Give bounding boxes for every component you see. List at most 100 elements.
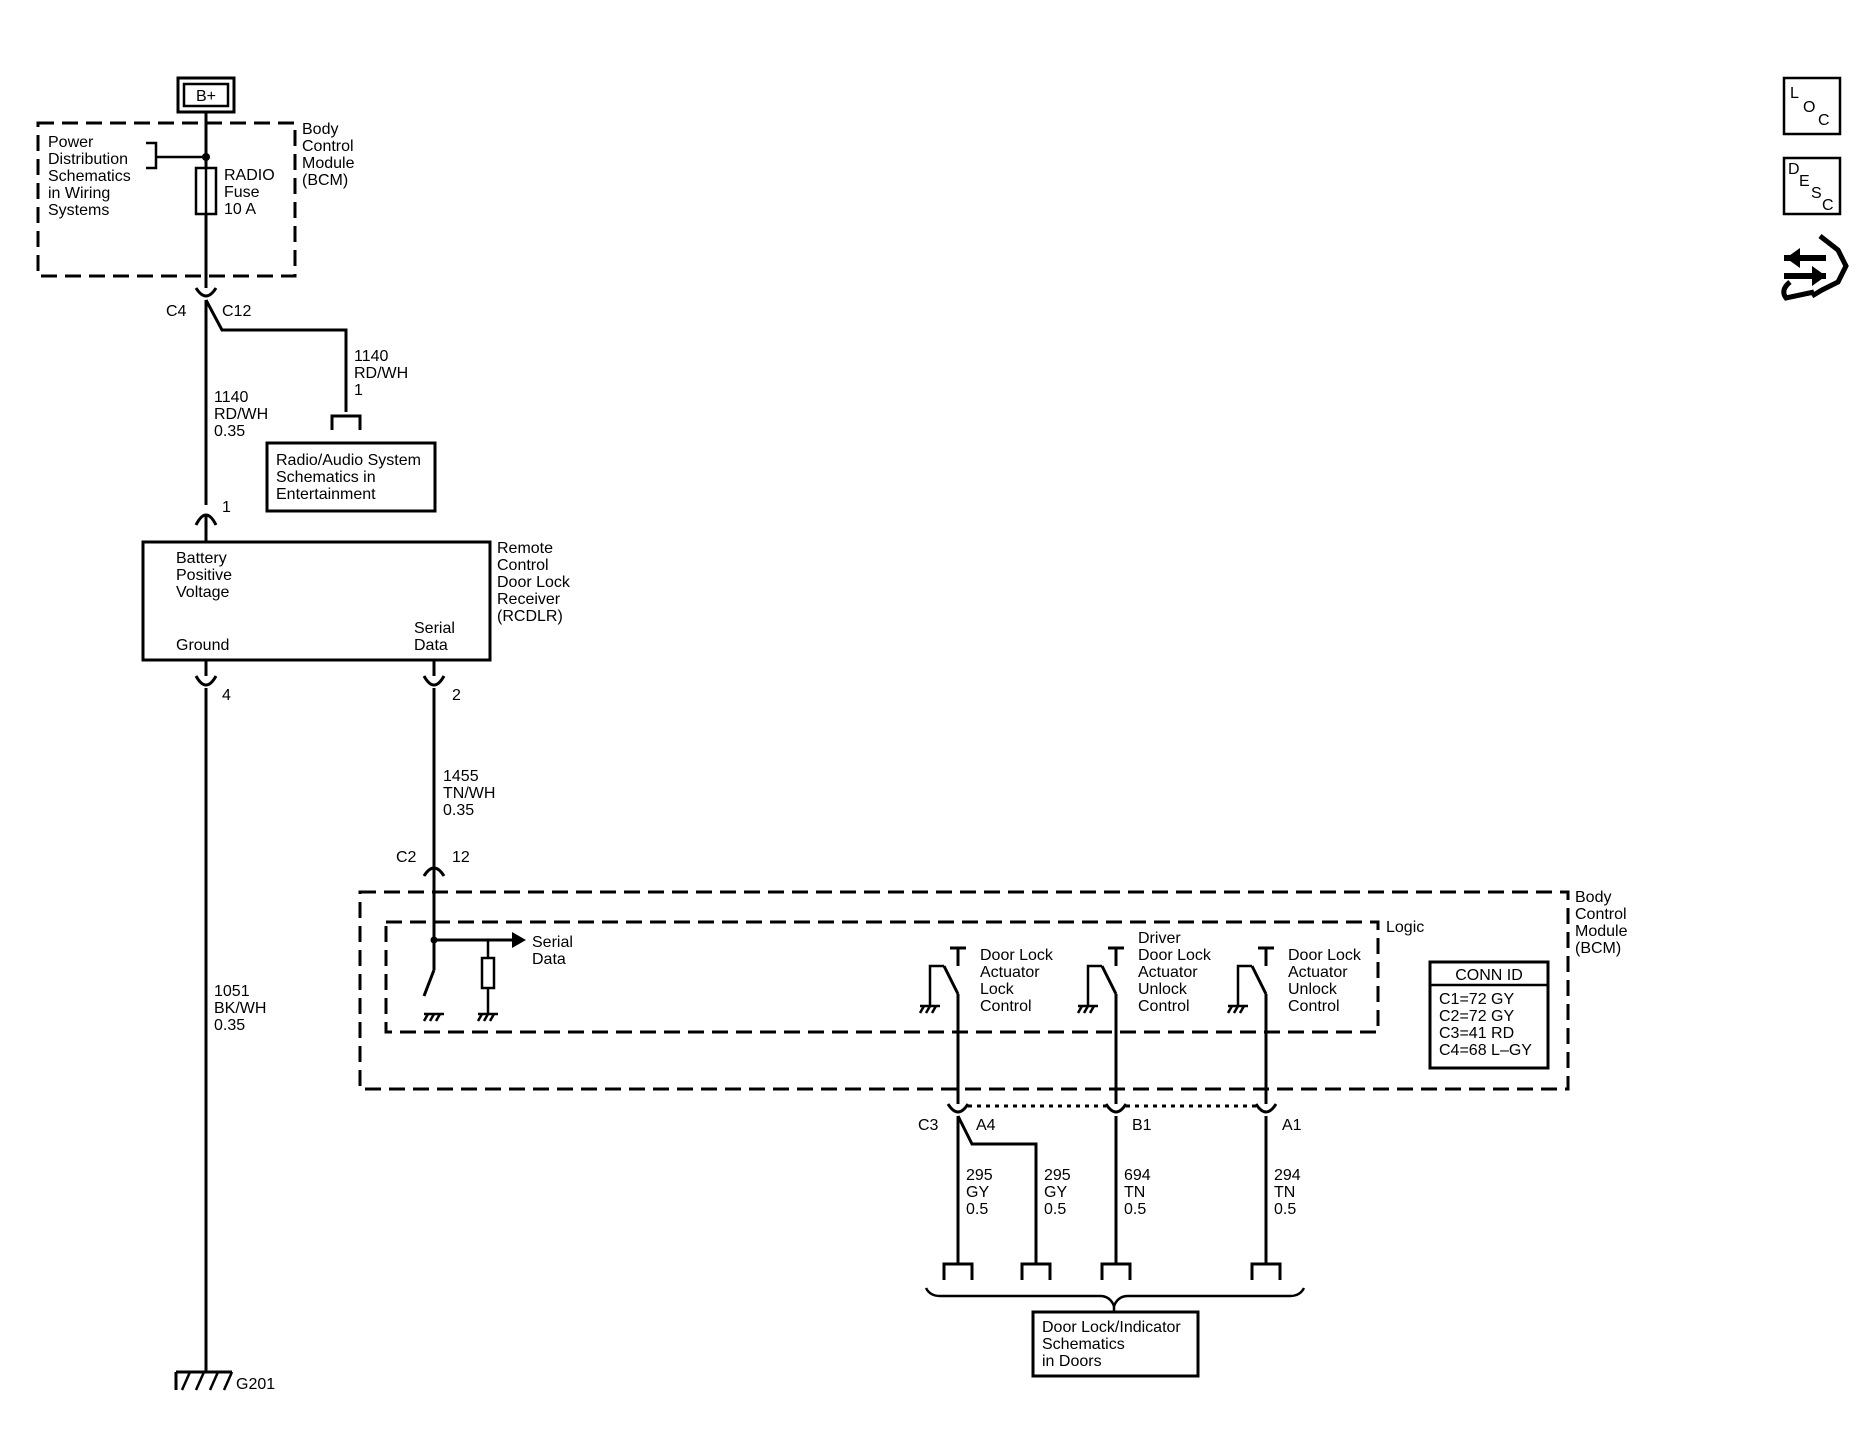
- svg-text:0.5: 0.5: [1274, 1201, 1296, 1218]
- svg-text:0.35: 0.35: [214, 1017, 245, 1034]
- svg-text:Voltage: Voltage: [176, 584, 229, 601]
- logic-boundary: [384, 920, 1380, 1034]
- svg-text:1455: 1455: [443, 768, 479, 785]
- wire-1455-label: 1455 TN/WH 0.35: [443, 768, 495, 819]
- svg-text:Power: Power: [48, 134, 94, 151]
- rcdlr-battery-label: Battery Positive Voltage: [176, 550, 232, 601]
- door-connector-2: [1020, 1262, 1052, 1280]
- svg-text:C: C: [1822, 197, 1834, 214]
- wire-1140-radio-label: 1140 RD/WH 1: [354, 348, 408, 399]
- svg-text:Door Lock: Door Lock: [497, 574, 571, 591]
- serial-data-label: Serial Data: [532, 934, 573, 968]
- svg-text:C3=41 RD: C3=41 RD: [1439, 1025, 1514, 1042]
- svg-text:E: E: [1799, 173, 1810, 190]
- connector-tool-icon[interactable]: [1781, 234, 1849, 301]
- serial-data-arrow-icon: [512, 932, 526, 948]
- svg-text:1: 1: [354, 382, 363, 399]
- svg-text:0.5: 0.5: [1044, 1201, 1066, 1218]
- bcm-top-boundary: [36, 121, 297, 278]
- radio-reference-text: Radio/Audio System Schematics in Enterta…: [276, 452, 421, 503]
- svg-text:1140: 1140: [214, 389, 249, 406]
- svg-text:RD/WH: RD/WH: [354, 365, 408, 382]
- svg-text:Schematics: Schematics: [48, 168, 131, 185]
- svg-text:Actuator: Actuator: [1288, 964, 1348, 981]
- door-reference-brace: [924, 1287, 1306, 1310]
- connector-c2-label: C2: [396, 849, 417, 866]
- svg-text:Actuator: Actuator: [1138, 964, 1198, 981]
- battery-label: B+: [196, 88, 216, 105]
- connector-c3-label: C3: [918, 1117, 939, 1134]
- desc-icon[interactable]: D E S C: [1782, 156, 1842, 216]
- connector-c12-label: C12: [222, 303, 251, 320]
- rcdlr-pin4-connector: [194, 675, 218, 687]
- svg-text:Battery: Battery: [176, 550, 227, 567]
- svg-text:Fuse: Fuse: [224, 184, 260, 201]
- radio-connector: [330, 414, 362, 430]
- radio-fuse-label: RADIO Fuse 10 A: [224, 167, 275, 218]
- svg-text:GY: GY: [966, 1184, 989, 1201]
- svg-text:Control: Control: [1288, 998, 1340, 1015]
- svg-text:Lock: Lock: [980, 981, 1015, 998]
- svg-text:Body: Body: [1575, 889, 1611, 906]
- wire-295-a-label: 295 GY 0.5: [966, 1167, 993, 1218]
- svg-text:Control: Control: [497, 557, 549, 574]
- serial-switch: [422, 969, 436, 997]
- conn-id-title: CONN ID: [1455, 967, 1523, 984]
- svg-text:TN: TN: [1124, 1184, 1145, 1201]
- svg-text:295: 295: [966, 1167, 993, 1184]
- connector-c2: [422, 866, 446, 877]
- connector-c3-a1: [1254, 1103, 1278, 1114]
- svg-text:Serial: Serial: [414, 620, 455, 637]
- wire-295-b-path: [956, 1115, 1038, 1264]
- svg-text:Remote: Remote: [497, 540, 553, 557]
- svg-text:Positive: Positive: [176, 567, 232, 584]
- switch-lock-label: Door Lock Actuator Lock Control: [980, 947, 1054, 1015]
- logic-label: Logic: [1386, 919, 1424, 936]
- wire-295-b-label: 295 GY 0.5: [1044, 1167, 1071, 1218]
- svg-text:Serial: Serial: [532, 934, 573, 951]
- bcm-bottom-name: Body Control Module (BCM): [1575, 889, 1628, 957]
- rcdlr-pin2-label: 2: [452, 687, 461, 704]
- svg-text:O: O: [1803, 99, 1815, 116]
- door-connector-3: [1100, 1262, 1132, 1280]
- svg-text:Module: Module: [302, 155, 355, 172]
- svg-text:Schematics in: Schematics in: [276, 469, 376, 486]
- connector-c3-b1: [1104, 1103, 1128, 1114]
- svg-text:C1=72 GY: C1=72 GY: [1439, 991, 1514, 1008]
- svg-text:0.5: 0.5: [1124, 1201, 1146, 1218]
- svg-text:694: 694: [1124, 1167, 1151, 1184]
- svg-text:Control: Control: [980, 998, 1032, 1015]
- svg-text:Control: Control: [1575, 906, 1627, 923]
- svg-text:(BCM): (BCM): [1575, 940, 1621, 957]
- power-distribution-reference: Power Distribution Schematics in Wiring …: [48, 134, 131, 219]
- svg-text:Control: Control: [302, 138, 354, 155]
- svg-text:Unlock: Unlock: [1288, 981, 1338, 998]
- wire-694-label: 694 TN 0.5: [1124, 1167, 1151, 1218]
- rcdlr-pin2-connector: [422, 675, 446, 687]
- loc-icon[interactable]: L O C: [1782, 76, 1842, 136]
- ground-symbol-g201: [174, 1370, 234, 1391]
- svg-text:BK/WH: BK/WH: [214, 1000, 266, 1017]
- wire-1051-label: 1051 BK/WH 0.35: [214, 983, 266, 1034]
- svg-text:Driver: Driver: [1138, 930, 1181, 947]
- rcdlr-pin4-label: 4: [222, 687, 231, 704]
- rcdlr-serial-label: Serial Data: [414, 620, 455, 654]
- bcm-top-name: Body Control Module (BCM): [302, 121, 355, 189]
- switch-driver-unlock-label: Driver Door Lock Actuator Unlock Control: [1138, 930, 1212, 1015]
- rcdlr-name: Remote Control Door Lock Receiver (RCDLR…: [497, 540, 571, 625]
- svg-text:in Wiring: in Wiring: [48, 185, 110, 202]
- wire-1140-radio-path: [204, 299, 348, 412]
- svg-text:1051: 1051: [214, 983, 250, 1000]
- svg-text:Module: Module: [1575, 923, 1628, 940]
- svg-text:1140: 1140: [354, 348, 389, 365]
- svg-text:RD/WH: RD/WH: [214, 406, 268, 423]
- rcdlr-box: [141, 540, 492, 662]
- svg-text:Radio/Audio System: Radio/Audio System: [276, 452, 421, 469]
- pin-a4-label: A4: [976, 1117, 996, 1134]
- switch-lock-control: [918, 946, 966, 1089]
- svg-text:Data: Data: [414, 637, 448, 654]
- svg-text:0.35: 0.35: [214, 423, 245, 440]
- svg-text:L: L: [1790, 85, 1799, 102]
- svg-text:TN/WH: TN/WH: [443, 785, 495, 802]
- bcm-bottom-boundary: [358, 890, 1570, 1091]
